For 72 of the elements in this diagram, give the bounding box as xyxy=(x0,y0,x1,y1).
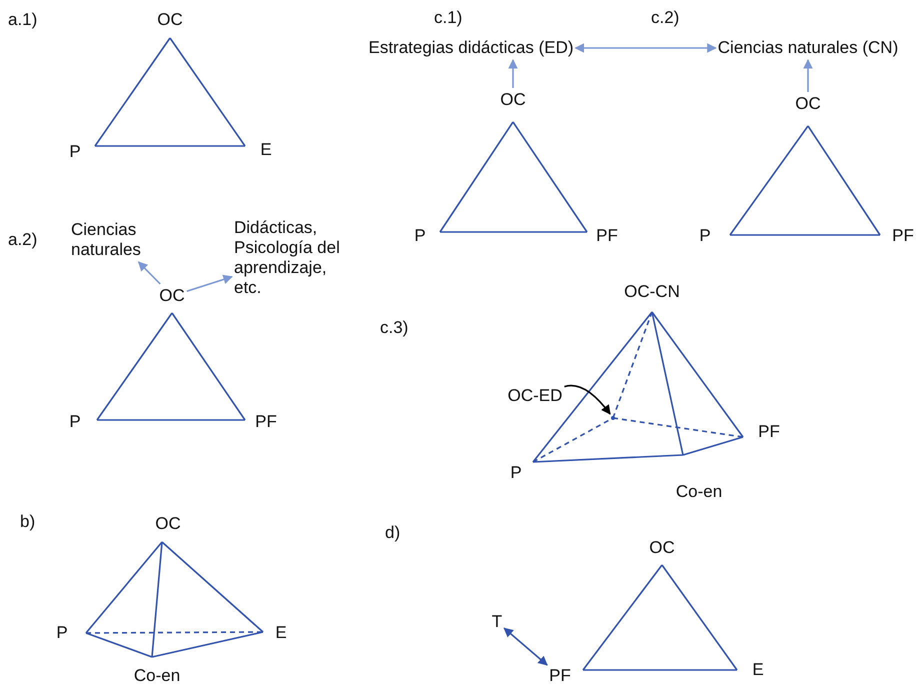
triangle-side xyxy=(807,126,881,236)
panel-label: b) xyxy=(20,512,36,532)
vertex-label: OC xyxy=(155,514,181,534)
vertex-label: Co-en xyxy=(134,666,180,686)
vertex-label: PF xyxy=(758,422,780,442)
vertex-label: P xyxy=(69,412,81,432)
triangle-side xyxy=(169,38,246,146)
hidden-edge-line xyxy=(612,312,653,418)
triangle-side xyxy=(161,541,264,633)
panel-label: a.1) xyxy=(8,10,38,30)
triangle-side xyxy=(532,312,653,462)
triangle-side xyxy=(97,419,245,421)
panel-label: c.3) xyxy=(380,318,408,338)
triangle-side xyxy=(682,436,744,456)
triangle-side xyxy=(512,122,588,232)
arrow xyxy=(508,59,518,88)
triangle-side xyxy=(152,631,264,658)
vertex-label: PF xyxy=(596,226,618,246)
vertex-label: Co-en xyxy=(676,482,722,502)
triangle-side xyxy=(171,312,246,420)
triangle-side xyxy=(439,122,514,232)
double-arrow xyxy=(574,43,717,53)
triangle-side xyxy=(151,542,163,658)
double-arrow xyxy=(503,628,548,666)
vertex-label: P xyxy=(56,623,68,643)
vertex-label: OC-CN xyxy=(624,282,680,302)
vertex-label: OC xyxy=(795,94,821,114)
panel-label: a.2) xyxy=(8,230,38,250)
arrow xyxy=(138,261,161,285)
arrow xyxy=(186,274,233,292)
triangle-side xyxy=(94,38,171,146)
vertex-label: P xyxy=(510,463,522,483)
triangle-side xyxy=(440,231,587,233)
triangle-side xyxy=(730,234,880,236)
triangle-side xyxy=(651,312,684,456)
concept-label: Estrategias didácticas (ED) xyxy=(368,38,574,58)
vertex-label: PF xyxy=(549,666,571,686)
concept-label: Ciencias naturales (CN) xyxy=(718,38,898,58)
triangle-side xyxy=(651,312,744,438)
arrow xyxy=(803,59,813,92)
concept-label: T xyxy=(492,612,502,632)
vertex-label: P xyxy=(699,226,711,246)
concept-label: Ciencias naturales xyxy=(71,220,163,260)
callout-label: OC-ED xyxy=(508,386,562,406)
vertex-label: OC xyxy=(157,10,183,30)
vertex-point xyxy=(611,416,615,420)
vertex-label: E xyxy=(275,623,287,643)
triangle-side xyxy=(96,312,173,420)
triangle-side xyxy=(85,541,163,634)
hidden-edge-line xyxy=(86,631,263,634)
panel-label: c.2) xyxy=(651,8,680,28)
vertex-label: OC xyxy=(159,286,185,306)
vertex-label: P xyxy=(414,226,426,246)
triangle-side xyxy=(582,564,663,670)
leader-arrow xyxy=(564,384,611,415)
vertex-label: E xyxy=(752,660,764,680)
vertex-label: PF xyxy=(892,226,914,246)
triangle-side xyxy=(583,669,737,671)
triangle-side xyxy=(95,145,245,147)
triangle-side xyxy=(661,564,738,670)
triangle-side xyxy=(86,632,152,658)
vertex-label: E xyxy=(260,140,272,160)
panel-label: c.1) xyxy=(434,8,462,28)
hidden-edge-line xyxy=(612,417,744,438)
vertex-label: OC xyxy=(649,538,675,558)
triangle-side xyxy=(532,454,684,463)
vertex-label: P xyxy=(69,142,81,162)
vertex-label: OC xyxy=(500,90,526,110)
panel-label: d) xyxy=(385,523,400,543)
vertex-label: PF xyxy=(255,412,277,432)
concept-label: Didácticas, Psicología del aprendizaje, etc. xyxy=(234,218,346,298)
triangle-side xyxy=(729,126,809,236)
